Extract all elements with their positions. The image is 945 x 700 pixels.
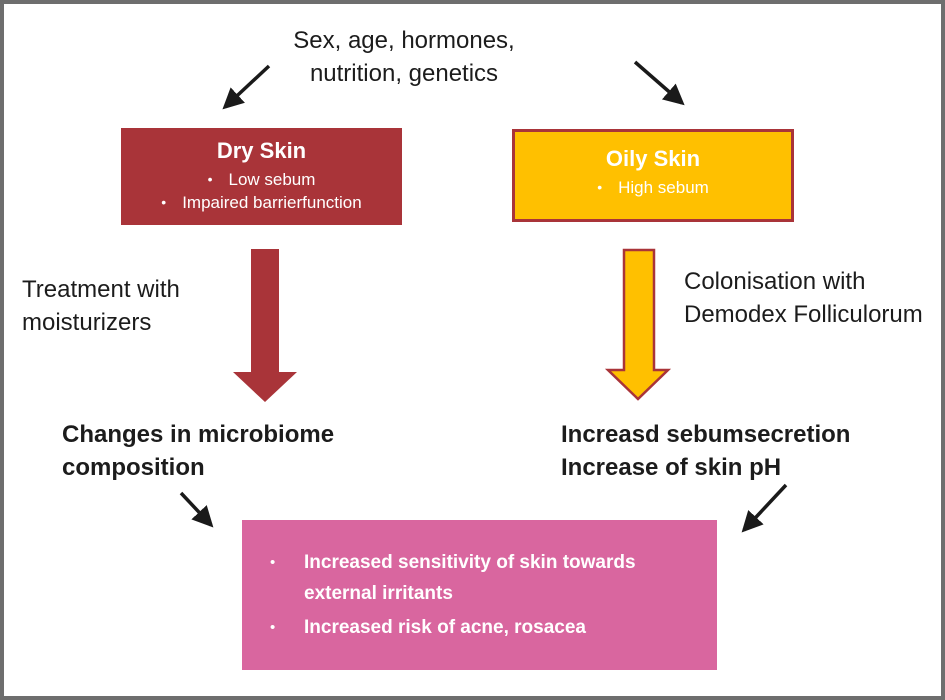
factors-label-line1: Sex, age, hormones, — [293, 27, 515, 54]
dry-skin-bullet-2: Impaired barrierfunction — [182, 193, 362, 212]
result-bullet-1: Increased sensitivity of skin towards ex… — [304, 552, 636, 604]
increase-outcome-line1: Increasd sebumsecretion — [561, 421, 851, 448]
oily-skin-box: Oily Skin • High sebum — [512, 129, 794, 222]
arrow-factors-to-dry-icon — [222, 64, 271, 110]
oily-skin-bullet-1: High sebum — [618, 178, 709, 197]
list-item: • Low sebum — [121, 168, 402, 191]
colonisation-label-line1: Colonisation with — [684, 268, 866, 295]
arrow-factors-to-oily-icon — [633, 60, 685, 106]
result-box: • Increased sensitivity of skin towards … — [242, 520, 717, 670]
gold-down-arrow-icon — [604, 248, 672, 401]
bullet-marker: • — [597, 179, 603, 195]
increase-outcome-label: Increasd sebumsecretion Increase of skin… — [561, 418, 850, 484]
bullet-marker: • — [270, 619, 276, 636]
changes-outcome-line1: Changes in microbiome — [62, 421, 335, 448]
factors-label: Sex, age, hormones, nutrition, genetics — [274, 24, 534, 90]
factors-label-line2: nutrition, genetics — [309, 60, 499, 87]
treatment-label-line2: moisturizers — [22, 309, 152, 336]
red-down-arrow-icon — [233, 249, 297, 402]
result-bullet-2: Increased risk of acne, rosacea — [304, 617, 586, 638]
bullet-marker: • — [161, 194, 167, 210]
treatment-label-line1: Treatment with — [22, 276, 180, 303]
colonisation-label-line2: Demodex Folliculorum — [684, 301, 923, 328]
arrow-increase-to-result-icon — [741, 483, 788, 533]
colonisation-label: Colonisation with Demodex Folliculorum — [684, 265, 923, 331]
changes-outcome-line2: composition — [62, 454, 205, 481]
dry-skin-bullet-1: Low sebum — [228, 170, 316, 189]
list-item: • Increased risk of acne, rosacea — [270, 612, 699, 643]
dry-skin-title: Dry Skin — [216, 138, 307, 163]
bullet-marker: • — [207, 171, 213, 187]
list-item: • Impaired barrierfunction — [121, 191, 402, 214]
treatment-label: Treatment with moisturizers — [22, 273, 180, 339]
changes-outcome-label: Changes in microbiome composition — [62, 418, 334, 484]
dry-skin-box: Dry Skin • Low sebum • Impaired barrierfun… — [121, 128, 402, 225]
bullet-marker: • — [270, 554, 276, 571]
arrow-changes-to-result-icon — [179, 491, 214, 528]
oily-skin-title: Oily Skin — [605, 146, 701, 171]
list-item: • High sebum — [515, 176, 791, 199]
increase-outcome-line2: Increase of skin pH — [561, 454, 782, 481]
list-item: • Increased sensitivity of skin towards … — [270, 547, 699, 609]
